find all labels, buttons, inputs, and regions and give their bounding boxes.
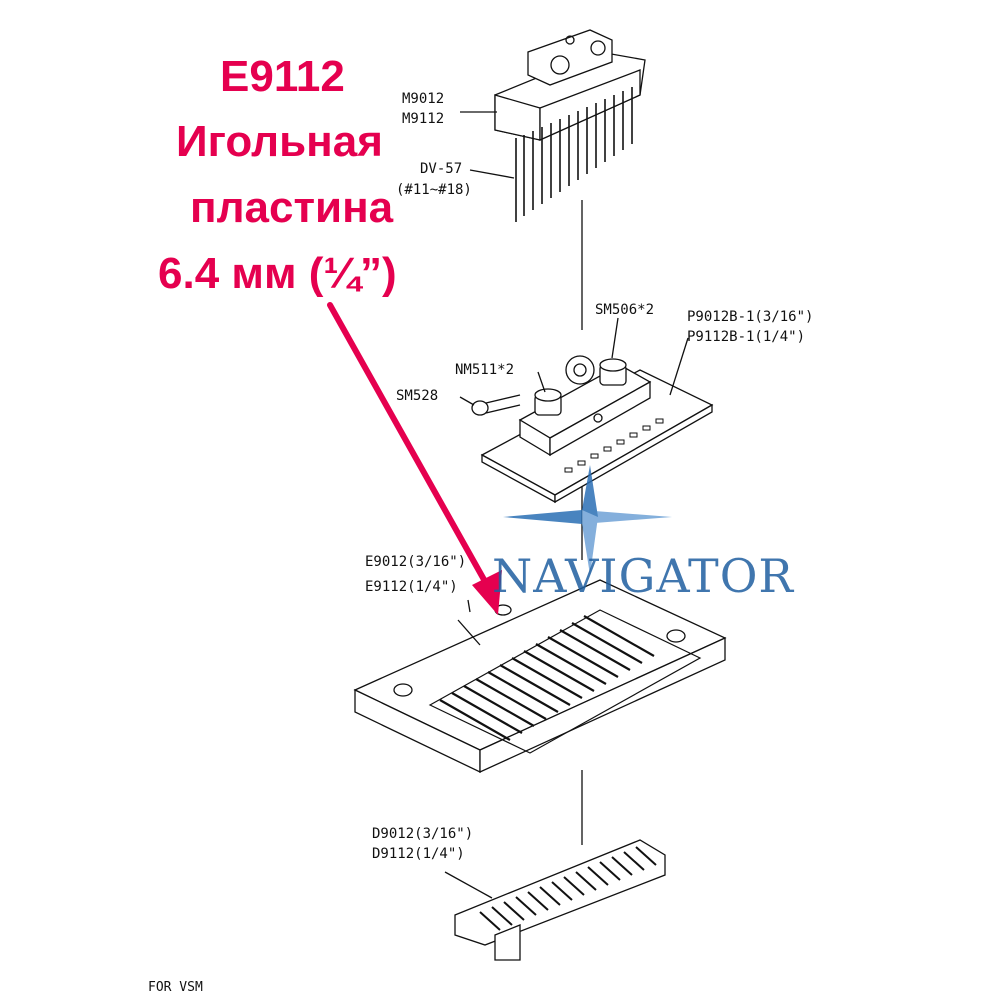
label-looper-2: D9112(1/4") bbox=[372, 846, 465, 862]
footer-note: FOR VSM bbox=[148, 980, 203, 995]
label-nut: NM511*2 bbox=[455, 362, 515, 378]
needle-plate-slots-drawing bbox=[439, 615, 655, 741]
label-presser-2: P9112B-1(1/4") bbox=[687, 329, 806, 345]
label-screw-top: SM506*2 bbox=[595, 302, 655, 318]
looper-teeth-drawing bbox=[479, 846, 657, 931]
label-needle-holder-1: M9012 bbox=[402, 91, 445, 107]
callout-title-line-1: E9112 bbox=[220, 52, 345, 101]
label-looper-1: D9012(3/16") bbox=[372, 826, 474, 842]
label-needle-plate-1: E9012(3/16") bbox=[365, 554, 467, 570]
callout-title-line-4: 6.4 мм (¼”) bbox=[158, 249, 397, 298]
presser-slots-drawing bbox=[564, 418, 664, 473]
looper-drawing bbox=[454, 839, 666, 961]
callout-title-line-2: Игольная bbox=[176, 117, 383, 166]
needle-row-drawing bbox=[515, 87, 633, 222]
label-presser-1: P9012B-1(3/16") bbox=[687, 309, 814, 325]
needle-holder-drawing bbox=[494, 29, 646, 142]
label-needle-2: (#11~#18) bbox=[396, 182, 472, 198]
label-needle-plate-2: E9112(1/4") bbox=[365, 579, 458, 595]
compass-star-icon bbox=[503, 465, 672, 575]
needle-plate-drawing bbox=[353, 579, 727, 774]
label-screw-side: SM528 bbox=[396, 388, 439, 404]
label-needle-holder-2: M9112 bbox=[402, 111, 445, 127]
callout-arrow bbox=[327, 302, 502, 615]
side-screw-drawing bbox=[471, 394, 521, 416]
callout-title-line-3: пластина bbox=[190, 183, 394, 232]
presser-foot-drawing bbox=[480, 355, 714, 504]
watermark-logo-text: NAVIGATOR bbox=[492, 549, 795, 603]
label-needle-1: DV-57 bbox=[420, 161, 463, 177]
